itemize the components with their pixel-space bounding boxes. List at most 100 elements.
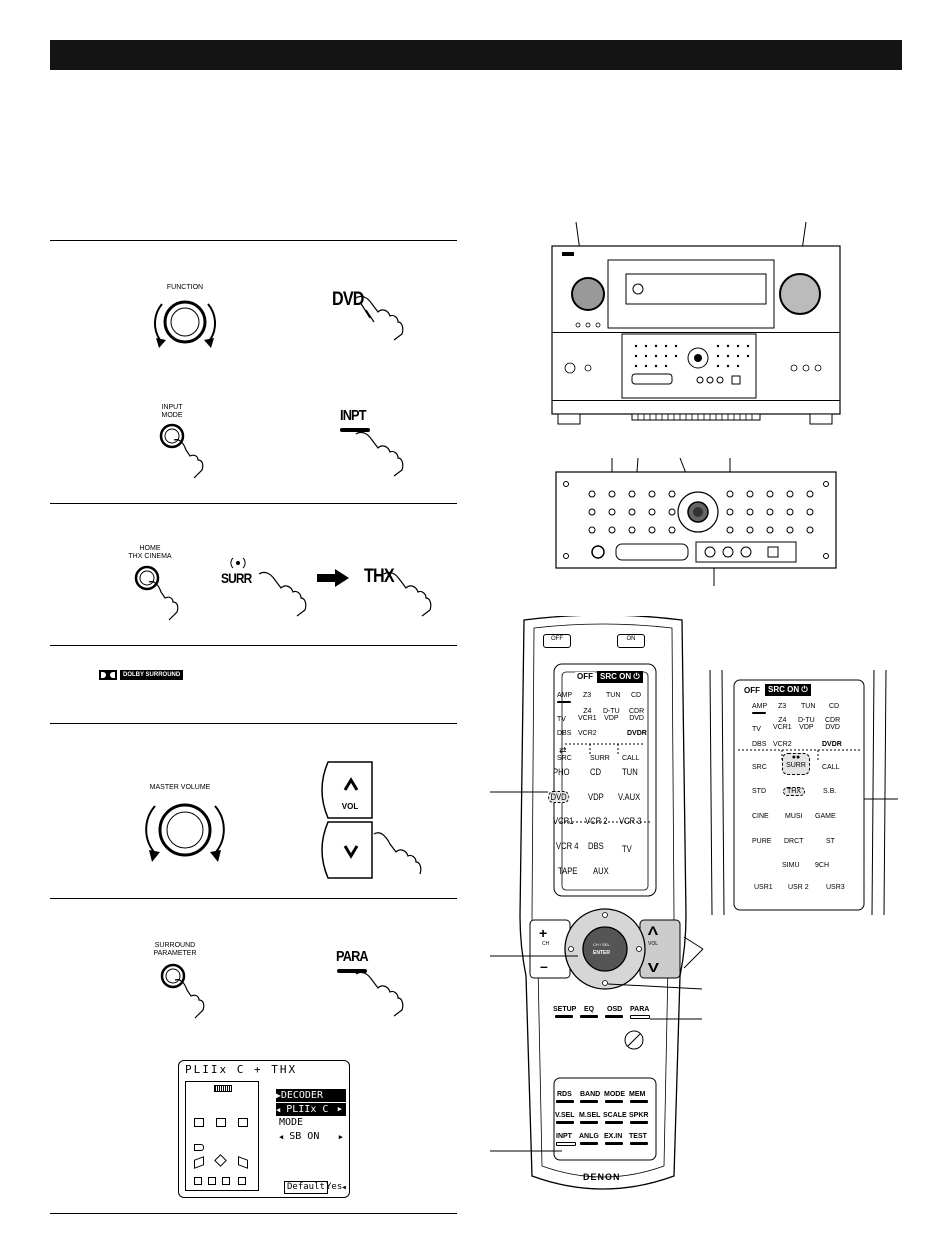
- ch-minus-icon[interactable]: –: [540, 958, 548, 974]
- remote-tun[interactable]: TUN: [606, 692, 621, 699]
- remote-aux-key[interactable]: AUX: [593, 866, 609, 876]
- surround-parameter-button[interactable]: [159, 962, 219, 1020]
- zoom-std[interactable]: STD: [752, 788, 766, 795]
- remote-call[interactable]: CALL: [622, 755, 640, 762]
- remote-inpt[interactable]: INPT: [556, 1133, 572, 1140]
- remote-vcr2[interactable]: VCR2: [578, 730, 597, 737]
- zoom-musi[interactable]: MUSI: [785, 813, 803, 820]
- home-thx-button[interactable]: [133, 564, 193, 622]
- remote-z4-vcr1[interactable]: Z4 VCR1: [578, 708, 597, 722]
- zoom-vcr2[interactable]: VCR2: [773, 741, 792, 748]
- master-volume-knob[interactable]: [130, 792, 240, 868]
- remote-msel[interactable]: M.SEL: [579, 1112, 601, 1119]
- zoom-usr3[interactable]: USR3: [826, 884, 845, 891]
- zoom-dvdr[interactable]: DVDR: [822, 741, 842, 748]
- remote-mem[interactable]: MEM: [629, 1091, 646, 1098]
- zoom-usr2[interactable]: USR 2: [788, 884, 809, 891]
- remote-amp[interactable]: AMP: [557, 692, 573, 699]
- remote-src[interactable]: SRC: [557, 755, 572, 762]
- zoom-9ch[interactable]: 9CH: [815, 862, 830, 869]
- zoom-usr1[interactable]: USR1: [754, 884, 773, 891]
- remote-para[interactable]: PARA: [630, 1006, 650, 1013]
- remote-exin[interactable]: EX.IN: [604, 1133, 623, 1140]
- surround-icon: [230, 557, 246, 569]
- zoom-drct[interactable]: DRCT: [784, 838, 804, 845]
- function-knob[interactable]: [140, 292, 230, 356]
- osd-default-button[interactable]: Default: [284, 1181, 328, 1194]
- zoom-call[interactable]: CALL: [822, 764, 840, 771]
- zoom-amp[interactable]: AMP: [752, 703, 768, 710]
- zoom-cd[interactable]: CD: [829, 703, 840, 710]
- remote-surr[interactable]: SURR: [590, 755, 610, 762]
- vol-up-icon[interactable]: Λ: [647, 924, 659, 938]
- swap-icon: ⇄: [559, 745, 567, 755]
- para-key[interactable]: [337, 969, 367, 973]
- remote-vdp-key[interactable]: VDP: [588, 792, 604, 802]
- osd-decoder-value-row[interactable]: ◀ PLIIx C ▶: [276, 1103, 346, 1116]
- remote-cdr-dvd[interactable]: CDR DVD: [629, 708, 645, 722]
- zoom-simu[interactable]: SIMU: [782, 862, 800, 869]
- remote-dbs-key[interactable]: DBS: [588, 841, 604, 851]
- zoom-dtu-vdp[interactable]: D-TU VDP: [798, 717, 815, 731]
- osd-yes-option[interactable]: Yes◀: [326, 1182, 346, 1192]
- remote-vcr1-key[interactable]: VCR1: [553, 816, 574, 826]
- remote-cd-key[interactable]: CD: [590, 767, 602, 777]
- remote-tun-key[interactable]: TUN: [622, 767, 638, 777]
- zoom-z3[interactable]: Z3: [778, 703, 787, 710]
- remote-lcd-src-on[interactable]: SRC ON ⏻: [597, 671, 643, 683]
- zoom-game[interactable]: GAME: [815, 813, 836, 820]
- remote-enter-button[interactable]: ENTER: [593, 950, 610, 956]
- remote-tv-key[interactable]: TV: [622, 844, 632, 854]
- remote-scale[interactable]: SCALE: [603, 1112, 627, 1119]
- remote-band[interactable]: BAND: [580, 1091, 601, 1098]
- remote-pho[interactable]: PHO: [553, 767, 570, 777]
- ch-plus-icon[interactable]: +: [539, 925, 548, 941]
- remote-off-button[interactable]: OFF: [543, 634, 571, 648]
- remote-mode[interactable]: MODE: [604, 1091, 625, 1098]
- inpt-key[interactable]: [340, 428, 370, 432]
- input-mode-button[interactable]: [158, 422, 218, 480]
- remote-dtu-vdp[interactable]: D-TU VDP: [603, 708, 620, 722]
- remote-dvd-key[interactable]: DVD: [548, 791, 570, 803]
- osd-decoder-row[interactable]: ▶DECODER: [276, 1089, 346, 1102]
- remote-vsel[interactable]: V.SEL: [555, 1112, 575, 1119]
- cursor-icon: ▶: [276, 1091, 281, 1100]
- remote-spkr[interactable]: SPKR: [629, 1112, 649, 1119]
- zoom-lcd-src-on[interactable]: SRC ON ⏻: [765, 684, 811, 696]
- vol-rocker[interactable]: [314, 760, 426, 880]
- subwoofer-icon: [194, 1144, 204, 1151]
- zoom-tun[interactable]: TUN: [801, 703, 816, 710]
- zoom-sb[interactable]: S.B.: [823, 788, 837, 795]
- zoom-dbs[interactable]: DBS: [752, 741, 767, 748]
- remote-test[interactable]: TEST: [629, 1133, 647, 1140]
- remote-vaux-key[interactable]: V.AUX: [618, 792, 641, 802]
- zoom-tv[interactable]: TV: [752, 726, 761, 733]
- remote-on-button[interactable]: ON: [617, 634, 645, 648]
- remote-dbs[interactable]: DBS: [557, 730, 572, 737]
- zoom-surr-key[interactable]: ●● SURR: [782, 753, 810, 775]
- zoom-src[interactable]: SRC: [752, 764, 767, 771]
- remote-eq[interactable]: EQ: [584, 1006, 595, 1013]
- remote-lcd-off[interactable]: OFF: [575, 672, 595, 681]
- zoom-st[interactable]: ST: [826, 838, 835, 845]
- remote-z3[interactable]: Z3: [583, 692, 592, 699]
- zoom-z4-vcr1[interactable]: Z4 VCR1: [773, 717, 792, 731]
- remote-tape-key[interactable]: TAPE: [558, 866, 578, 876]
- zoom-thx-key[interactable]: THX: [783, 787, 805, 796]
- remote-dvdr[interactable]: DVDR: [627, 730, 647, 737]
- zoom-pure[interactable]: PURE: [752, 838, 772, 845]
- remote-anlg[interactable]: ANLG: [579, 1133, 599, 1140]
- remote-osd[interactable]: OSD: [607, 1006, 623, 1013]
- zoom-lcd-off[interactable]: OFF: [744, 686, 760, 695]
- remote-vcr3-key[interactable]: VCR 3: [619, 816, 642, 826]
- vol-down-icon[interactable]: V: [647, 960, 659, 975]
- remote-cd[interactable]: CD: [631, 692, 642, 699]
- remote-rds[interactable]: RDS: [557, 1091, 572, 1098]
- zoom-cine[interactable]: CINE: [752, 813, 769, 820]
- zoom-cdr-dvd[interactable]: CDR DVD: [825, 717, 841, 731]
- remote-tv[interactable]: TV: [557, 716, 566, 723]
- remote-setup[interactable]: SETUP: [553, 1006, 577, 1013]
- remote-vcr2-key[interactable]: VCR 2: [585, 816, 608, 826]
- osd-mode-row[interactable]: ◀ SB ON ▶: [279, 1131, 347, 1142]
- remote-vcr4-key[interactable]: VCR 4: [556, 841, 579, 851]
